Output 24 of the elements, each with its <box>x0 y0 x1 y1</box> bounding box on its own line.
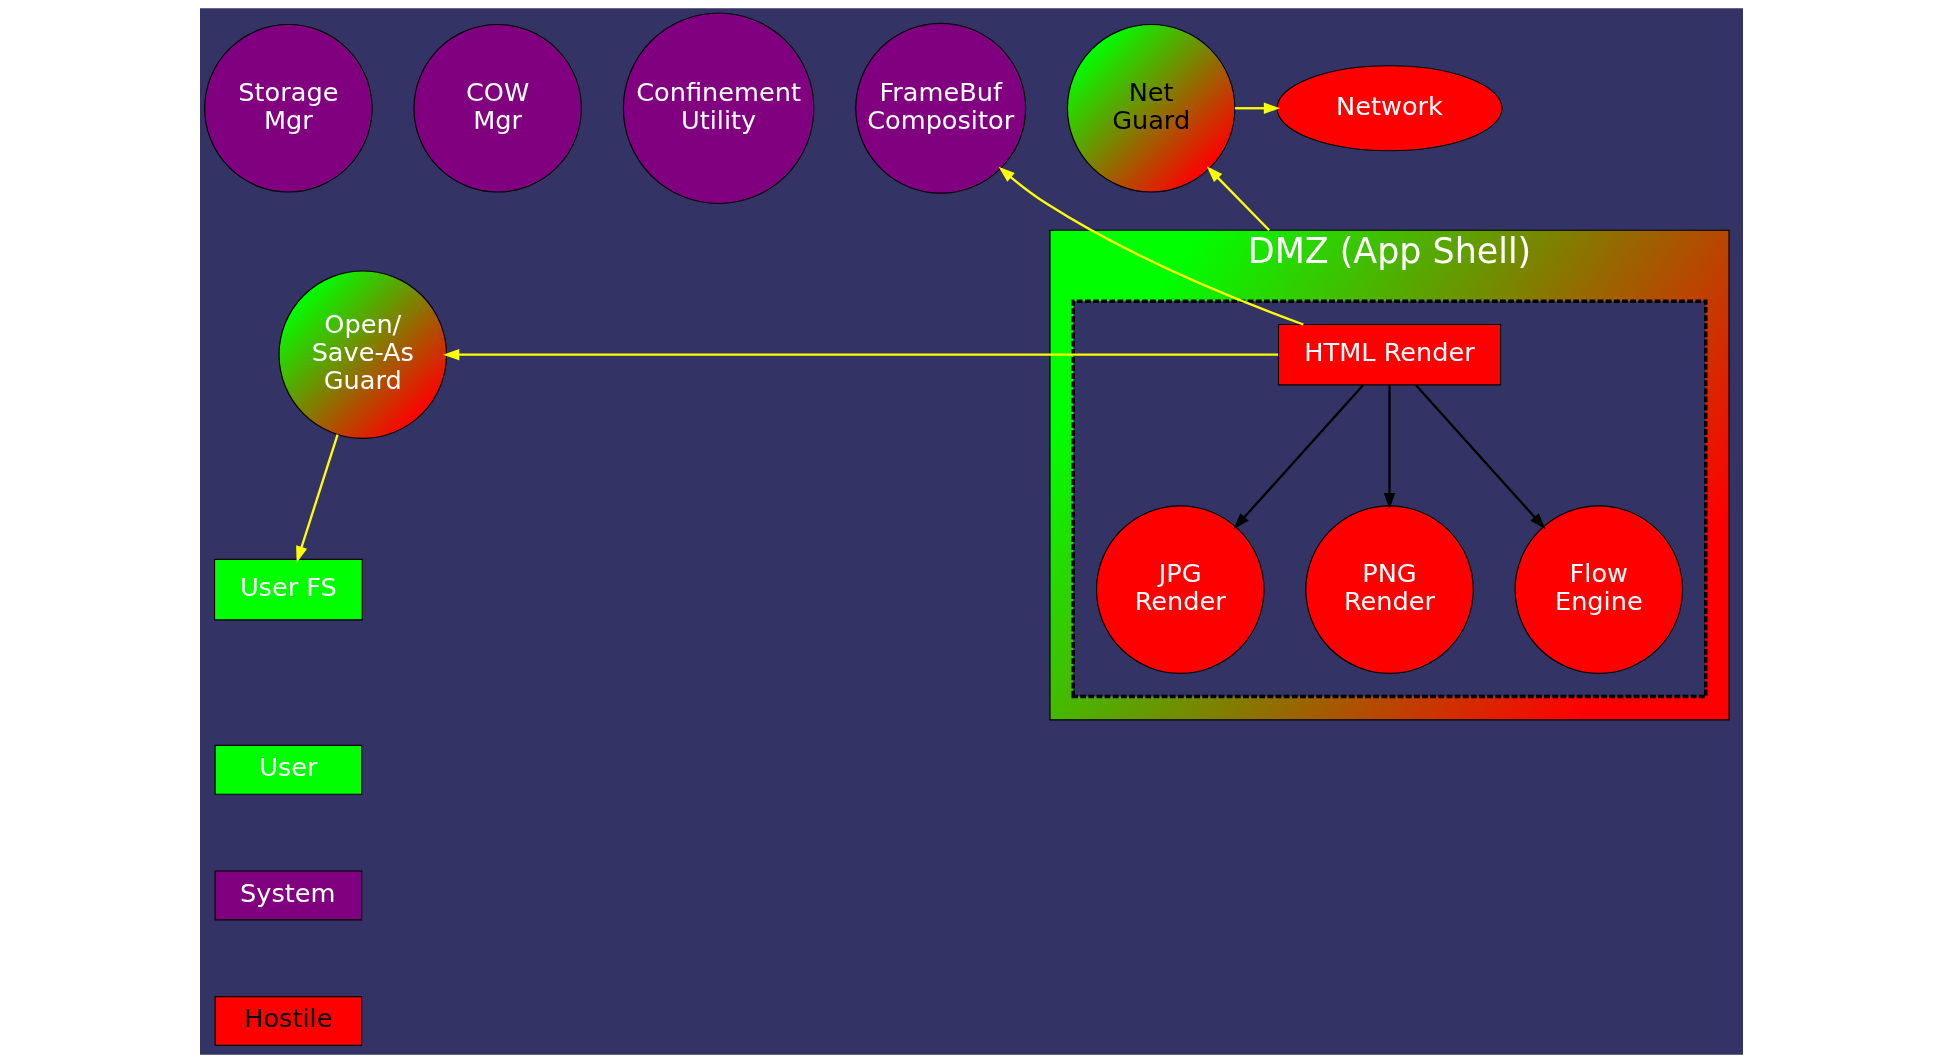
arrow <box>1234 102 1280 114</box>
arrow <box>998 166 1304 326</box>
arrow <box>295 434 339 563</box>
node-ellipse: Network <box>1275 65 1503 152</box>
node-circle: FrameBuf Compositor <box>854 22 1026 194</box>
arrow <box>442 349 1278 361</box>
node-circle: Net Guard <box>1066 23 1235 193</box>
arrow <box>1414 384 1545 530</box>
arrow <box>1383 385 1395 510</box>
legend-label: User <box>258 752 318 783</box>
node-circle: COW Mgr <box>412 23 582 193</box>
node-circle: JPG Render <box>1095 505 1264 674</box>
cluster <box>1071 299 1708 699</box>
node-circle: Storage Mgr <box>203 23 373 193</box>
node-circle: Flow Engine <box>1514 505 1683 674</box>
arrow <box>1206 166 1270 232</box>
node-circle: Confinement Utility <box>622 12 814 205</box>
node-circle: Open/ Save-As Guard <box>278 270 447 439</box>
node-box: HTML Render <box>1277 323 1501 386</box>
node-circle: PNG Render <box>1304 505 1474 674</box>
legend-label: System <box>239 877 336 908</box>
node-box: User FS <box>213 558 363 621</box>
legend-label: Hostile <box>243 1003 332 1034</box>
arrow <box>1233 384 1364 530</box>
